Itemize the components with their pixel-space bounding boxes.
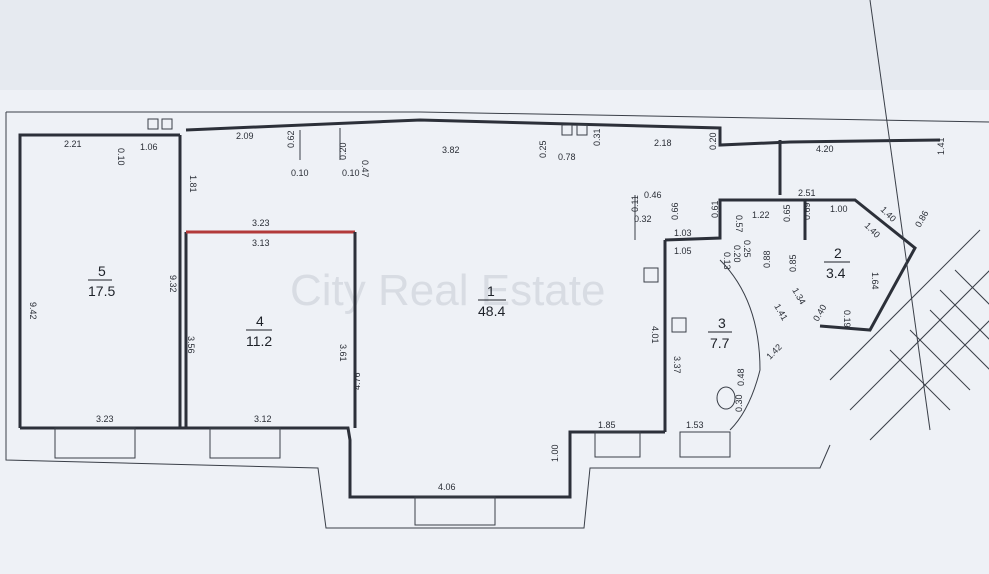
dimension-label: 1.22 <box>752 210 770 220</box>
room-1-area: 48.4 <box>478 303 505 319</box>
dimension-label: 3.61 <box>338 344 348 362</box>
interior-walls <box>178 128 917 432</box>
dimension-label: 0.57 <box>734 215 744 233</box>
dimension-label: 1.53 <box>686 420 704 430</box>
dimension-label: 3.23 <box>252 218 270 228</box>
dimension-label: 2.51 <box>798 188 816 198</box>
dimension-label: 1.05 <box>674 246 692 256</box>
dimension-label: 0.65 <box>782 204 792 222</box>
dimension-label: 4.01 <box>650 326 660 344</box>
dimension-label: 0.19 <box>842 310 852 328</box>
dimension-label: 0.62 <box>286 130 296 148</box>
dimension-label: 0.78 <box>558 152 576 162</box>
watermark-text: City Real Estate <box>290 266 605 315</box>
dimension-label: 4.06 <box>438 482 456 492</box>
dimension-label: 1.85 <box>598 420 616 430</box>
dimension-label: 0.20 <box>338 142 348 160</box>
dimension-label: 1.06 <box>140 142 158 152</box>
dimension-label: 2.21 <box>64 139 82 149</box>
room-2-area: 3.4 <box>826 265 846 281</box>
fixtures <box>147 118 736 410</box>
dimension-label: 3.13 <box>252 238 270 248</box>
windows <box>54 427 731 526</box>
dimension-label: 0.31 <box>592 128 602 146</box>
exterior-walls <box>5 111 989 529</box>
dimension-label: 3.23 <box>96 414 114 424</box>
dimension-label: 1.00 <box>830 204 848 214</box>
dimension-label: 0.61 <box>710 200 720 218</box>
dimension-label: 9.42 <box>28 302 38 320</box>
dimension-label: 0.10 <box>116 148 126 166</box>
dimension-label: 0.11 <box>630 195 640 212</box>
dimension-label: 2.09 <box>236 131 254 141</box>
staircase <box>829 0 989 441</box>
dimension-label: 3.82 <box>442 145 460 155</box>
dimension-label: 0.69 <box>802 202 812 220</box>
dimension-label: 0.10 <box>342 168 360 178</box>
dimension-label: 0.30 <box>734 394 744 412</box>
dimension-label: 0.13 <box>722 252 732 270</box>
dimension-label: 0.46 <box>644 190 662 200</box>
dimension-label: 0.88 <box>762 250 772 268</box>
room-5-area: 17.5 <box>88 283 115 299</box>
dimension-label: 1.64 <box>870 272 880 290</box>
dimension-label: 1.03 <box>674 228 692 238</box>
room-labels: 5 17.5 4 11.2 1 48.4 3 7.7 2 3.4 <box>88 245 850 351</box>
dimension-label: 0.85 <box>788 254 798 272</box>
dimension-label: 3.12 <box>254 414 272 424</box>
dimension-label: 1.81 <box>188 175 198 193</box>
room-4-number: 4 <box>256 313 264 329</box>
dimension-label: 1.41 <box>936 137 946 155</box>
dimension-label: 0.25 <box>742 240 752 258</box>
dimension-label: 2.18 <box>654 138 672 148</box>
dimension-label: 4.76 <box>352 372 362 390</box>
dimension-label: 0.10 <box>291 168 309 178</box>
dimension-label: 9.32 <box>168 275 178 293</box>
dimension-label: 4.20 <box>816 144 834 154</box>
dimension-label: 0.25 <box>538 140 548 158</box>
room-5-number: 5 <box>98 263 106 279</box>
dimension-label: 3.56 <box>186 336 196 354</box>
dimension-label: 0.47 <box>360 160 370 178</box>
dimension-label: 0.66 <box>670 202 680 220</box>
room-3-number: 3 <box>718 315 726 331</box>
dimension-label: 1.00 <box>550 444 560 462</box>
room-2-number: 2 <box>834 245 842 261</box>
room-1-number: 1 <box>487 283 495 299</box>
dimension-label: 3.37 <box>672 356 682 374</box>
dimension-label: 0.20 <box>708 132 718 150</box>
paper-top-shade <box>0 0 989 90</box>
dimension-label: 0.48 <box>736 368 746 386</box>
room-4-area: 11.2 <box>246 333 272 349</box>
dimension-label: 0.20 <box>732 245 742 263</box>
dimension-label: 0.32 <box>634 214 652 224</box>
room-3-area: 7.7 <box>710 335 730 351</box>
